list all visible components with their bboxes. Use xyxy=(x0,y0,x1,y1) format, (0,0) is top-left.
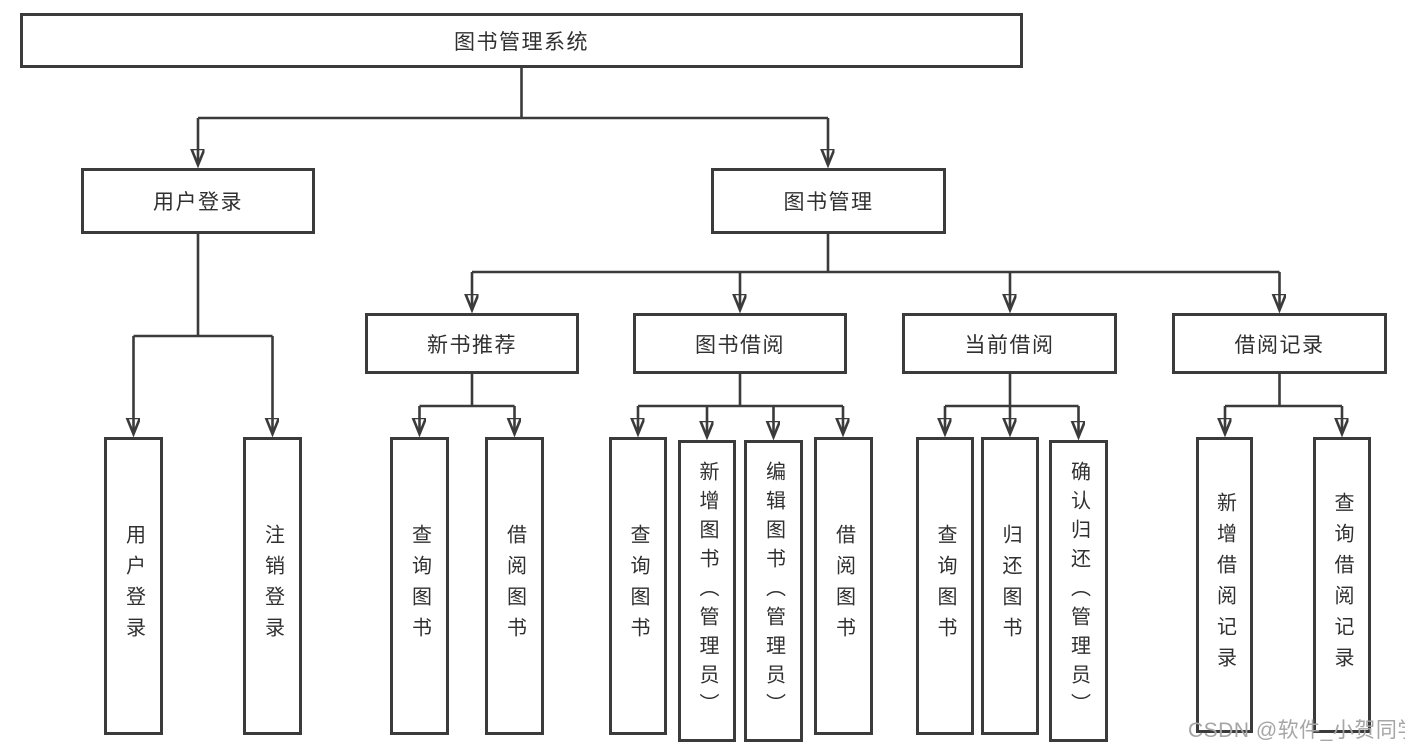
node-add-borrow-record: 新增借阅记录 xyxy=(1196,437,1253,733)
node-borrowing-records: 借阅记录 xyxy=(1172,313,1387,374)
node-borrow-books-2: 借阅图书 xyxy=(814,437,873,735)
node-book-management: 图书管理 xyxy=(711,168,946,234)
node-return-books: 归还图书 xyxy=(981,437,1039,735)
node-new-book-recommend: 新书推荐 xyxy=(365,313,579,374)
node-borrow-books-1: 借阅图书 xyxy=(485,437,544,735)
csdn-watermark: CSDN @软件_小贺同学 xyxy=(1188,719,1405,742)
node-library-management-system: 图书管理系统 xyxy=(20,13,1023,68)
node-query-books-1: 查询图书 xyxy=(390,437,449,735)
node-query-borrow-record: 查询借阅记录 xyxy=(1313,437,1371,733)
node-query-books-3: 查询图书 xyxy=(916,437,974,735)
node-user-login: 用户登录 xyxy=(81,168,315,234)
node-query-books-2: 查询图书 xyxy=(609,437,667,735)
node-user-login-leaf: 用户登录 xyxy=(104,437,163,735)
node-book-borrowing: 图书借阅 xyxy=(633,313,847,374)
node-edit-books-admin: 编辑图书（管理员） xyxy=(744,440,803,742)
node-confirm-return-admin: 确认归还（管理员） xyxy=(1049,440,1108,742)
node-add-books-admin: 新增图书（管理员） xyxy=(678,440,736,742)
node-current-borrowing: 当前借阅 xyxy=(902,313,1117,374)
node-logout: 注销登录 xyxy=(243,437,302,735)
